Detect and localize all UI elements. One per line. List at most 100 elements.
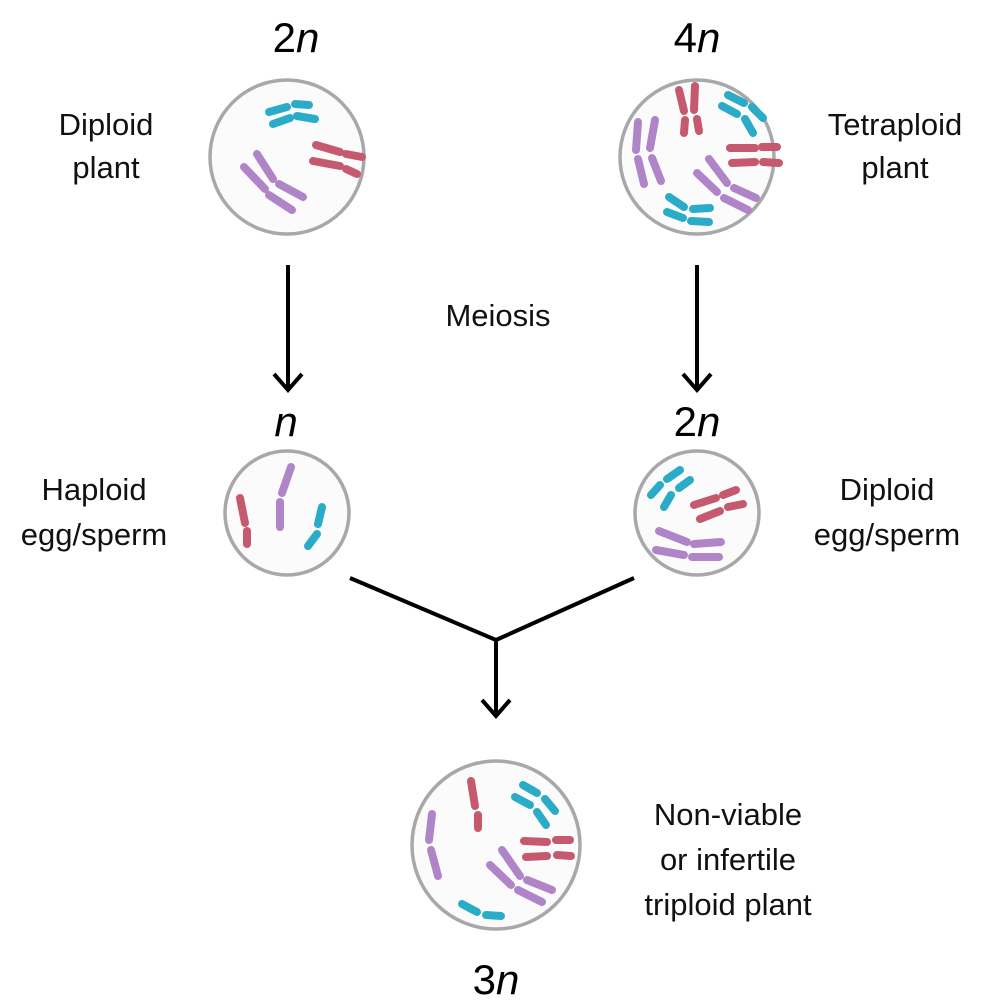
label-tetraploid-plant-line1: Tetraploid: [828, 107, 962, 142]
chromosome-purple: [278, 463, 295, 497]
chromosome-purple: [253, 150, 277, 183]
arrow-head-icon: [480, 698, 512, 720]
chromosomes-triploid-plant: [425, 777, 575, 920]
chromosomes-haploid-gamete: [236, 463, 326, 550]
chromosome-blue: [647, 481, 664, 499]
chromosome-blue: [511, 793, 534, 809]
arrow-head-icon: [681, 372, 713, 394]
chromosome-purple: [705, 155, 731, 187]
node-haploid-gamete: n Haploid egg/sperm: [21, 398, 351, 577]
chromosome-blue: [482, 911, 505, 920]
chromosome-red: [236, 494, 249, 527]
chromosome-purple: [498, 846, 524, 880]
ploidy-label-3n: 3n: [473, 956, 520, 1003]
label-haploid-gamete-line2: egg/sperm: [21, 517, 167, 552]
chromosome-purple: [652, 546, 688, 559]
process-label-meiosis: Meiosis: [445, 298, 550, 333]
chromosomes-tetraploid-plant: [632, 82, 783, 226]
ploidy-label-2n-middle: 2n: [674, 398, 721, 445]
chromosome-blue: [689, 204, 714, 213]
chromosome-blue: [675, 476, 694, 492]
cell-triploid-plant: [410, 759, 582, 931]
chromosome-red: [680, 116, 689, 137]
ploidy-label-2n-top: 2n: [273, 14, 320, 61]
chromosome-purple: [514, 886, 546, 906]
chromosome-purple: [634, 155, 648, 188]
chromosome-red: [467, 777, 479, 810]
chromosome-purple: [693, 169, 721, 196]
chromosome-red: [520, 837, 551, 846]
chromosome-purple: [425, 810, 436, 844]
chromosome-red: [724, 500, 747, 511]
chromosome-blue: [291, 100, 313, 109]
label-haploid-gamete-line1: Haploid: [41, 472, 146, 507]
label-diploid-gamete-line2: egg/sperm: [814, 517, 960, 552]
chromosome-red: [719, 486, 740, 499]
label-triploid-plant-line1: Non-viable: [654, 797, 802, 832]
chromosome-blue: [660, 491, 675, 511]
chromosome-blue: [533, 808, 550, 829]
chromosome-purple: [720, 194, 752, 214]
node-diploid-plant: 2n Diploid plant: [59, 14, 366, 236]
arrow-meiosis-right: [681, 265, 713, 394]
chromosome-purple: [275, 180, 307, 201]
chromosome-purple: [730, 184, 760, 202]
chromosome-blue: [458, 900, 481, 916]
chromosome-red: [728, 158, 759, 167]
chromosome-red: [553, 851, 575, 860]
chromosome-blue: [663, 466, 684, 483]
chromosome-red: [312, 141, 344, 156]
chromosome-red: [309, 157, 344, 170]
cell-haploid-gamete: [223, 449, 351, 577]
chromosome-purple: [240, 163, 269, 193]
chromosome-blue: [314, 503, 326, 528]
chromosome-blue: [304, 530, 321, 550]
chromosome-blue: [687, 217, 713, 226]
chromosome-purple: [486, 861, 515, 889]
chromosomes-diploid-gamete: [647, 466, 747, 561]
label-diploid-plant-line2: plant: [72, 150, 140, 185]
chromosome-purple: [655, 527, 691, 546]
chromosome-red: [759, 158, 783, 167]
arrow-fertilization: [349, 576, 635, 720]
node-diploid-gamete: 2n Diploid egg/sperm: [633, 398, 960, 577]
arrow-meiosis-left: [272, 265, 304, 394]
chromosome-red: [522, 852, 551, 861]
chromosome-blue: [724, 91, 748, 107]
chromosome-blue: [663, 208, 687, 222]
merge-line-left: [349, 576, 497, 642]
chromosome-red: [675, 86, 688, 115]
chromosomes-diploid-plant: [240, 100, 366, 214]
chromosome-red: [690, 494, 720, 509]
chromosome-blue: [541, 795, 559, 815]
label-triploid-plant-line3: triploid plant: [644, 887, 812, 922]
chromosome-purple: [523, 876, 556, 894]
chromosome-red: [693, 115, 703, 135]
chromosome-blue: [748, 103, 767, 122]
chromosome-purple: [646, 116, 659, 152]
chromosome-blue: [718, 102, 741, 118]
chromosome-blue: [293, 112, 319, 123]
node-tetraploid-plant: 4n: [618, 14, 962, 236]
chromosome-red: [696, 507, 724, 523]
chromosome-blue: [519, 781, 541, 797]
arrow-head-icon: [272, 372, 304, 394]
ploidy-label-n: n: [274, 398, 297, 445]
chromosome-purple: [632, 118, 642, 154]
chromosome-purple: [427, 846, 442, 880]
chromosome-blue: [665, 193, 688, 211]
chromosome-blue: [269, 114, 294, 128]
label-diploid-gamete-line1: Diploid: [840, 472, 935, 507]
chromosome-red: [342, 150, 366, 161]
chromosome-red: [690, 82, 699, 114]
chromosome-purple: [265, 191, 296, 214]
chromosome-red: [342, 165, 361, 178]
chromosome-blue: [741, 115, 757, 137]
ploidy-label-4n: 4n: [674, 14, 721, 61]
label-triploid-plant-line2: or infertile: [660, 842, 796, 877]
label-diploid-plant-line1: Diploid: [59, 107, 154, 142]
chromosome-purple: [648, 154, 665, 185]
merge-line-right: [495, 576, 635, 642]
node-triploid-plant: 3n Non-viable or infertile triploid plan…: [410, 759, 812, 1003]
